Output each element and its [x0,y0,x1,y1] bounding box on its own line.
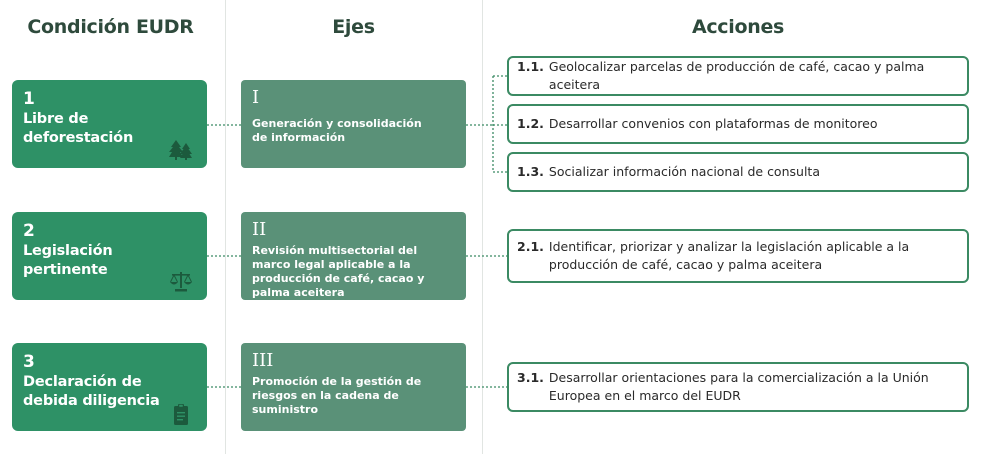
action-box-1-3: 1.3. Socializar información nacional de … [507,152,969,192]
action-code: 1.1. [517,59,544,74]
axis-box-3: III Promoción de la gestión de riesgos e… [241,343,466,431]
condition-box-2: 2 Legislación pertinente [12,212,207,300]
axis-box-1: I Generación y consolidación de informac… [241,80,466,168]
condition-label: Libre de deforestación [23,111,134,146]
axis-box-2: II Revisión multisectorial del marco leg… [241,212,466,300]
action-code: 3.1. [517,370,544,385]
axis-roman-numeral: III [252,350,274,371]
condition-number: 1 [23,89,35,109]
axis-roman-numeral: I [252,87,260,108]
header-ejes: Ejes [332,16,375,38]
condition-number: 2 [23,221,35,241]
axis-label: Promoción de la gestión de riesgos en la… [252,375,422,416]
column-divider-left [225,0,226,454]
axis-label: Revisión multisectorial del marco legal … [252,244,425,299]
action-code: 2.1. [517,239,544,254]
axis-roman-numeral: II [252,219,267,240]
scale-icon [170,272,192,292]
condition-label: Legislación pertinente [23,243,113,278]
header-condicion: Condición EUDR [27,16,194,38]
action-text: Geolocalizar parcelas de producción de c… [548,59,925,92]
action-text: Socializar información nacional de consu… [548,164,820,179]
forest-icon [169,140,192,160]
condition-box-3: 3 Declaración de debida diligencia [12,343,207,431]
action-text: Identificar, priorizar y analizar la leg… [548,239,910,272]
action-box-1-2: 1.2. Desarrollar convenios con plataform… [507,104,969,144]
header-acciones: Acciones [691,16,785,38]
axis-label: Generación y consolidación de informació… [252,117,422,144]
condition-label: Declaración de debida diligencia [23,374,160,409]
action-box-2-1: 2.1. Identificar, priorizar y analizar l… [507,229,969,283]
action-box-3-1: 3.1. Desarrollar orientaciones para la c… [507,362,969,412]
action-box-1-1: 1.1. Geolocalizar parcelas de producción… [507,56,969,96]
clipboard-icon [174,404,188,425]
action-code: 1.2. [517,116,544,131]
action-code: 1.3. [517,164,544,179]
condition-box-1: 1 Libre de deforestación [12,80,207,168]
column-divider-right [482,0,483,454]
action-text: Desarrollar convenios con plataformas de… [548,116,878,131]
action-text: Desarrollar orientaciones para la comerc… [548,370,929,403]
condition-number: 3 [23,352,35,372]
